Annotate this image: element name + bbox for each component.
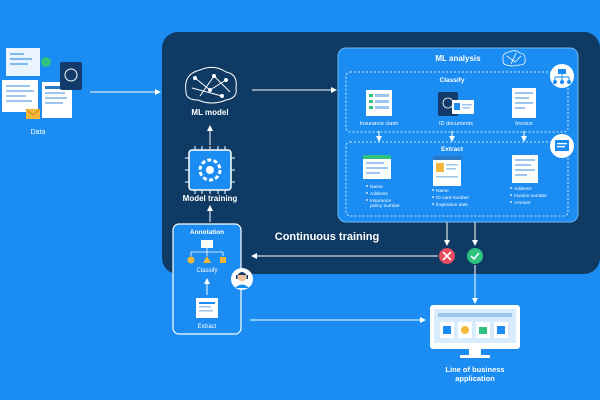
extract-fields-id: Name ID card number Expiration date — [432, 188, 469, 208]
accept-icon — [467, 248, 483, 264]
model-training-label: Model training — [183, 194, 238, 203]
annotation-extract-label: Extract — [198, 324, 217, 330]
extract-title: Extract — [441, 146, 464, 153]
classify-title: Classify — [440, 77, 465, 84]
annotation-classify-label: Classify — [196, 268, 217, 274]
extract-fields-insurance: Name Address Insurance policy number — [366, 184, 400, 209]
data-label: Data — [31, 129, 46, 136]
extract-box — [345, 141, 569, 217]
extract-id-card-icon — [433, 156, 461, 186]
brain-network-icon — [185, 66, 237, 104]
extract-field: Amount — [514, 200, 531, 206]
extract-document-icon — [550, 134, 574, 158]
annotator-avatar-icon — [231, 268, 253, 290]
monitor-dashboard-icon — [430, 305, 520, 358]
classify-item-id-documents: ID documents — [439, 121, 473, 127]
extract-field: Name — [436, 188, 449, 194]
business-label-line2: application — [455, 374, 495, 383]
classify-hierarchy-icon — [550, 64, 574, 88]
id-documents-icon — [438, 92, 474, 116]
annotation-hierarchy-icon — [187, 240, 226, 264]
business-label-line1: Line of business — [445, 365, 504, 374]
gear-chip-icon — [185, 146, 235, 194]
annotation-document-icon — [196, 298, 218, 318]
ml-model-label: ML model — [191, 108, 228, 117]
classify-box — [345, 71, 569, 133]
extract-field: Expiration date — [436, 202, 468, 208]
extract-field: Address — [370, 191, 388, 197]
extract-fields-invoice: Address Invoice number Amount — [510, 186, 547, 206]
reject-icon — [439, 248, 455, 264]
annotation-title: Annotation — [190, 229, 224, 236]
extract-field: Insurance — [370, 198, 391, 204]
classify-to-extract-arrows — [376, 131, 527, 142]
classify-item-invoice: Invoice — [515, 121, 532, 127]
extract-form-icon — [363, 155, 391, 179]
classify-item-insurance: Insurance claim — [360, 121, 399, 127]
insurance-claim-icon — [366, 90, 392, 116]
extract-field: Invoice number — [514, 193, 547, 199]
continuous-training-label: Continuous training — [275, 231, 379, 243]
extract-field: Address — [514, 186, 532, 192]
extract-field: policy number — [370, 203, 400, 209]
extract-field: ID card number — [436, 195, 469, 201]
ml-analysis-title: ML analysis — [435, 54, 481, 63]
invoice-icon — [512, 88, 536, 118]
ml-analysis-brain-icon — [502, 50, 526, 67]
data-documents-icon — [2, 48, 82, 119]
extract-field: Name — [370, 184, 383, 190]
extract-invoice-icon — [512, 155, 538, 183]
